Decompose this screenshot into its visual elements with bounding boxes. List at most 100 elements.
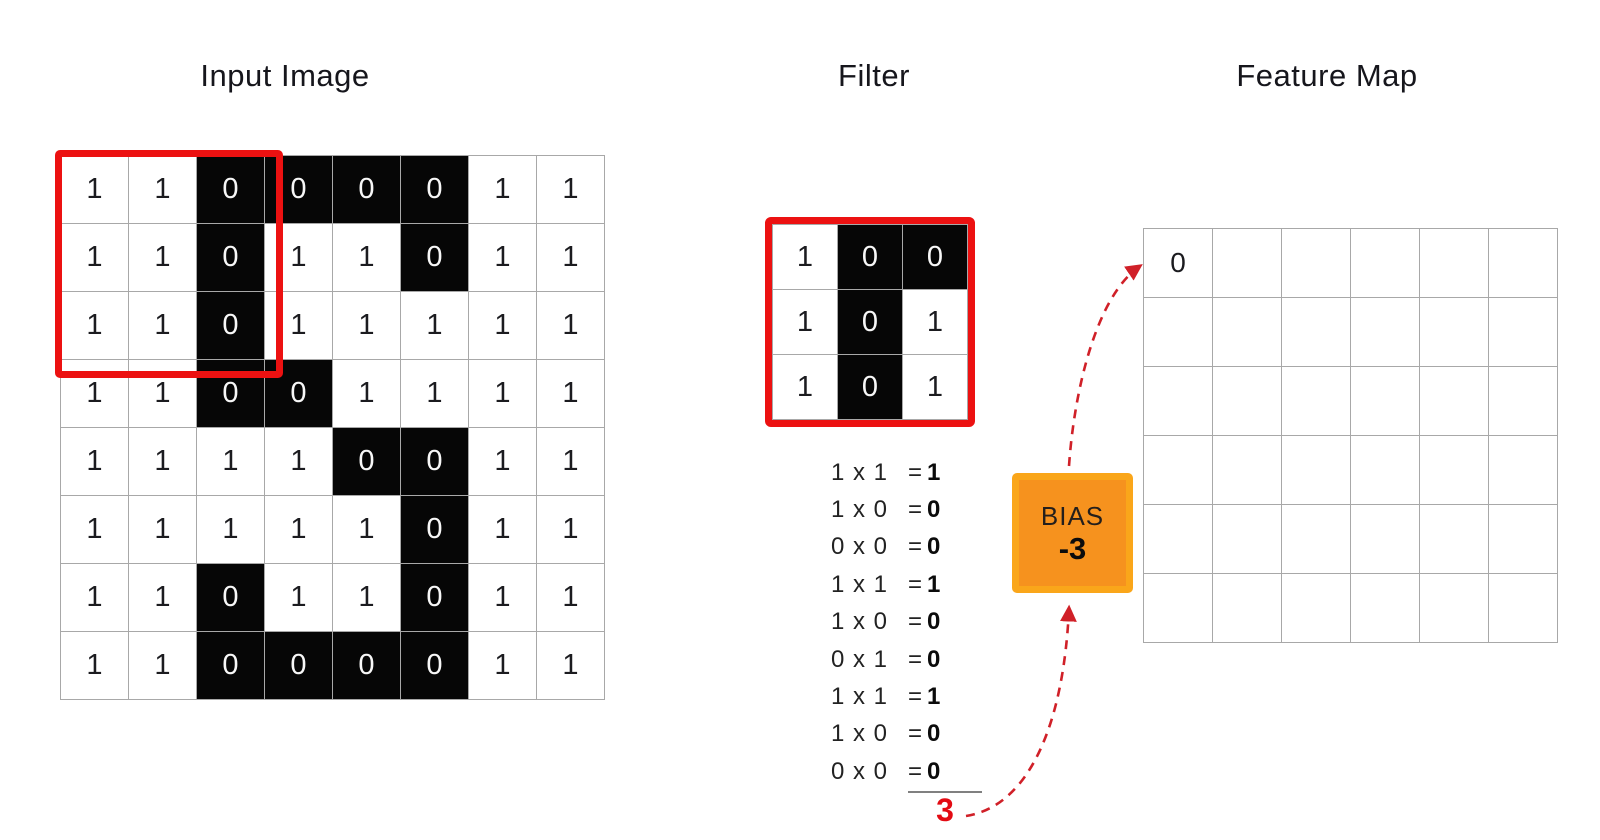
- calc-row: 1 x 1 =1: [790, 566, 940, 603]
- input-cell: 1: [537, 224, 605, 292]
- feature-cell: [1144, 367, 1213, 436]
- calc-expression: 1 x 1: [830, 570, 888, 598]
- input-cell: 1: [537, 564, 605, 632]
- calc-row: 0 x 1 =0: [790, 641, 940, 678]
- input-cell: 1: [469, 156, 537, 224]
- calc-result-value: 1: [927, 570, 941, 598]
- feature-cell: [1213, 298, 1282, 367]
- feature-cell: [1420, 574, 1489, 643]
- feature-cell: [1351, 229, 1420, 298]
- calc-result-value: 1: [927, 458, 941, 486]
- bias-box: BIAS -3: [1012, 473, 1133, 593]
- input-cell: 1: [61, 632, 129, 700]
- calc-expression: 1 x 0: [830, 608, 888, 636]
- calc-expression: 1 x 1: [830, 683, 888, 711]
- feature-cell: [1144, 505, 1213, 574]
- feature-cell: [1489, 298, 1558, 367]
- calc-expression: 0 x 1: [830, 645, 888, 673]
- calc-row: 1 x 1=1: [790, 678, 940, 715]
- input-cell: 1: [401, 360, 469, 428]
- bias-label: BIAS: [1040, 501, 1105, 532]
- input-cell: 1: [333, 292, 401, 360]
- feature-cell: [1351, 505, 1420, 574]
- input-cell: 0: [333, 632, 401, 700]
- input-cell: 1: [61, 564, 129, 632]
- input-cell: 1: [537, 632, 605, 700]
- feature-cell: [1213, 574, 1282, 643]
- feature-cell: [1489, 505, 1558, 574]
- feature-cell-filled: 0: [1144, 229, 1213, 298]
- calc-expression: 1 x 0: [830, 720, 888, 748]
- filter-cell: 1: [773, 355, 838, 420]
- input-image-title: Input Image: [200, 58, 370, 93]
- feature-cell: [1144, 574, 1213, 643]
- filter-cell: 0: [838, 225, 903, 290]
- input-cell: 1: [129, 564, 197, 632]
- input-cell: 1: [129, 292, 197, 360]
- feature-cell: [1282, 436, 1351, 505]
- feature-cell: [1420, 436, 1489, 505]
- filter-cell: 1: [773, 225, 838, 290]
- feature-cell: [1420, 367, 1489, 436]
- input-cell: 1: [61, 224, 129, 292]
- calc-result-value: 0: [927, 496, 941, 524]
- calc-row: 1 x 0 =0: [790, 604, 940, 641]
- convolution-window-highlight: [55, 150, 283, 378]
- input-cell: 1: [333, 360, 401, 428]
- calc-result: =0: [908, 608, 940, 636]
- input-cell: 0: [401, 156, 469, 224]
- feature-cell: [1213, 436, 1282, 505]
- input-cell: 0: [197, 292, 265, 360]
- input-cell: 1: [129, 632, 197, 700]
- equals-sign: =: [908, 645, 923, 673]
- equals-sign: =: [908, 720, 923, 748]
- input-cell: 1: [469, 292, 537, 360]
- input-cell: 1: [469, 360, 537, 428]
- calc-expression: 1 x 1: [830, 458, 888, 486]
- input-cell: 1: [61, 496, 129, 564]
- input-cell: 1: [469, 564, 537, 632]
- calc-result-value: 0: [927, 757, 941, 785]
- input-cell: 0: [401, 632, 469, 700]
- calc-result: =0: [908, 720, 940, 748]
- calc-expression: 0 x 0: [830, 757, 888, 785]
- input-cell: 0: [401, 428, 469, 496]
- calc-result: =1: [908, 571, 940, 599]
- filter-cell: 0: [838, 355, 903, 420]
- input-cell: 1: [401, 292, 469, 360]
- filter-cell: 0: [903, 225, 968, 290]
- input-cell: 1: [333, 224, 401, 292]
- feature-cell: [1282, 367, 1351, 436]
- input-cell: 1: [469, 496, 537, 564]
- feature-cell: [1351, 298, 1420, 367]
- filter-cell: 1: [903, 290, 968, 355]
- feature-cell: [1213, 367, 1282, 436]
- calc-row: 1 x 0 =0: [790, 716, 940, 753]
- input-cell: 1: [469, 632, 537, 700]
- feature-cell: [1282, 229, 1351, 298]
- feature-cell: [1144, 298, 1213, 367]
- input-cell: 1: [61, 428, 129, 496]
- input-cell: 1: [537, 156, 605, 224]
- feature-cell: [1420, 298, 1489, 367]
- input-cell: 1: [333, 496, 401, 564]
- calc-result: =0: [908, 646, 940, 674]
- calc-row: 0 x 0=0: [790, 529, 940, 566]
- calc-expression: 0 x 0: [830, 533, 888, 561]
- input-cell: 0: [197, 632, 265, 700]
- input-cell: 1: [265, 428, 333, 496]
- calc-result-value: 0: [927, 720, 941, 748]
- input-cell: 0: [401, 224, 469, 292]
- input-cell: 1: [537, 496, 605, 564]
- feature-cell: [1282, 298, 1351, 367]
- input-cell: 0: [197, 156, 265, 224]
- calc-row: 1 x 0=0: [790, 491, 940, 528]
- input-cell: 1: [61, 156, 129, 224]
- feature-cell: [1282, 574, 1351, 643]
- input-cell: 1: [537, 360, 605, 428]
- feature-cell: [1420, 505, 1489, 574]
- bias-to-feature-arrow: [1067, 264, 1143, 467]
- input-cell: 1: [537, 292, 605, 360]
